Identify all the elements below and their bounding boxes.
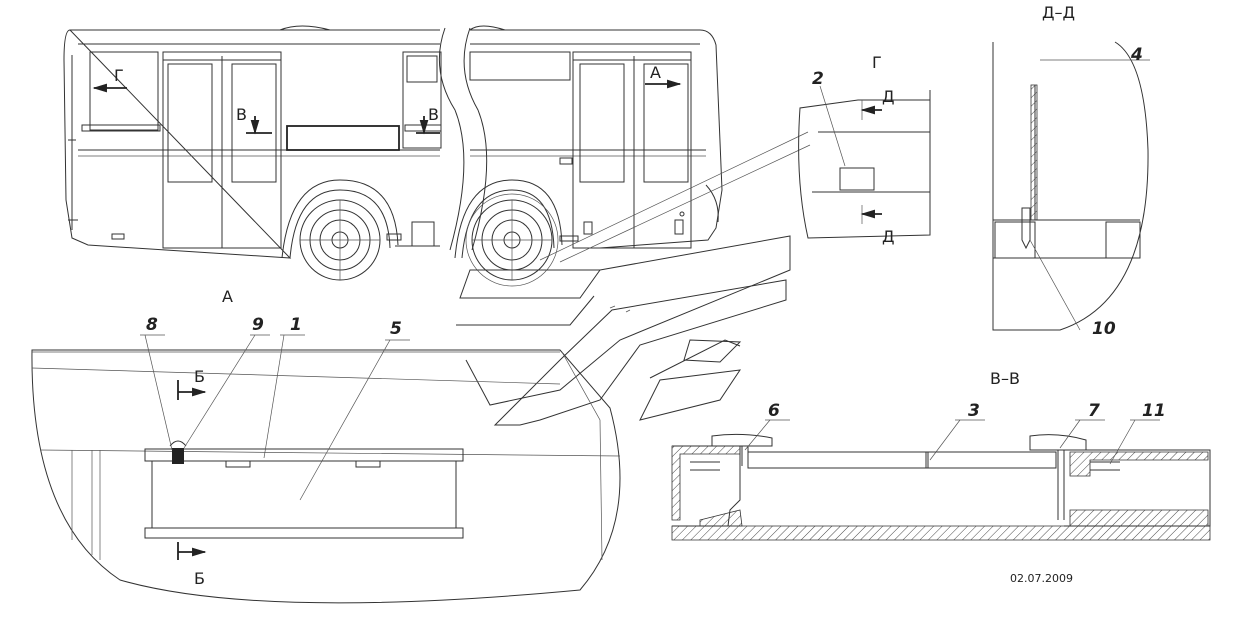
bus-side-view xyxy=(63,25,723,287)
section-mark-v-left: В xyxy=(236,105,247,124)
section-mark-b-top: Б xyxy=(194,367,205,386)
callout-2: 2 xyxy=(812,69,824,89)
section-mark-d-top: Д xyxy=(882,87,895,106)
callout-5: 5 xyxy=(390,319,402,339)
floor-step-view xyxy=(456,235,791,426)
callout-1: 1 xyxy=(290,315,302,335)
callout-7: 7 xyxy=(1088,401,1100,421)
callout-10: 10 xyxy=(1092,319,1116,339)
leader-to-view-g xyxy=(539,131,811,263)
view-a-title: А xyxy=(222,287,233,306)
view-dd-title: Д–Д xyxy=(1042,3,1075,22)
section-dd xyxy=(992,41,1150,331)
section-mark-v-right: В xyxy=(428,105,439,124)
front-wheel xyxy=(465,193,559,287)
view-g xyxy=(798,85,931,239)
view-a xyxy=(31,334,621,604)
section-mark-d-bottom: Д xyxy=(882,227,895,246)
callout-4: 4 xyxy=(1130,45,1143,65)
callout-3: 3 xyxy=(968,401,980,421)
callout-6: 6 xyxy=(768,401,780,421)
section-mark-g: Г xyxy=(114,66,124,85)
section-vv xyxy=(671,419,1211,541)
section-mark-a: А xyxy=(650,63,661,82)
callout-8: 8 xyxy=(146,315,158,335)
callout-9: 9 xyxy=(252,315,264,335)
drawing-date: 02.07.2009 xyxy=(1010,572,1073,585)
section-mark-b-bottom: Б xyxy=(194,569,205,588)
view-g-title: Г xyxy=(872,53,882,72)
rear-wheel xyxy=(299,199,381,281)
callout-11: 11 xyxy=(1142,401,1166,421)
view-vv-title: В–В xyxy=(990,369,1020,388)
